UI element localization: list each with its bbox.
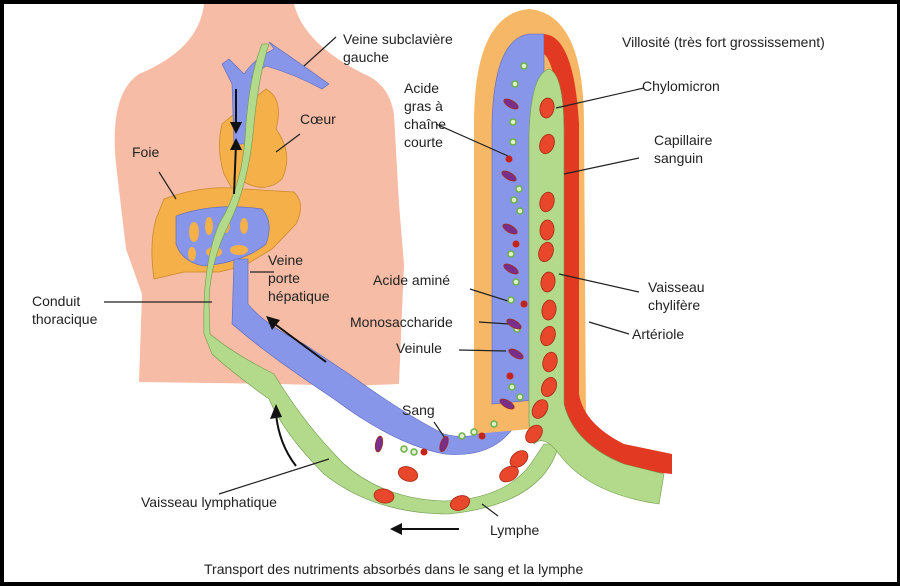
monosaccharide-particle	[499, 398, 515, 410]
chylomicron-particle	[397, 466, 419, 482]
label-veine-porte-2: porte	[268, 270, 300, 286]
label-lymphe: Lymphe	[490, 522, 540, 538]
chylomicron-particle	[540, 271, 556, 293]
chylomicron-particle	[499, 465, 519, 483]
arrowheads	[230, 122, 402, 535]
label-acide-gras-3: chaîne	[404, 116, 447, 132]
chylomicron-particle	[541, 299, 557, 321]
amino-acid-particle	[509, 138, 517, 146]
amino-acid-particle	[509, 118, 517, 126]
chylomicron-particle	[539, 133, 555, 155]
amino-acid-particle	[400, 445, 408, 453]
lacteal	[528, 68, 665, 505]
chylomicron-particle	[525, 424, 543, 444]
fatty-acid-particle	[506, 372, 514, 380]
amino-acid-particle	[490, 420, 498, 428]
chylomicron-particle	[449, 495, 471, 511]
label-acide-amine: Acide aminé	[373, 272, 451, 288]
label-vaisseau-lymphatique: Vaisseau lymphatique	[141, 494, 277, 510]
label-chylifere-1: Vaisseau	[648, 279, 705, 295]
amino-acid-particle	[458, 432, 466, 440]
leader-lines	[104, 36, 645, 517]
label-sang: Sang	[402, 402, 435, 418]
label-chylifere-2: chylifère	[648, 297, 701, 313]
amino-acid-particle	[507, 250, 515, 258]
monosaccharide-particle	[374, 435, 384, 453]
monosaccharide-particle	[503, 263, 519, 275]
monosaccharide-particle	[501, 170, 517, 182]
fatty-acid-particle	[478, 432, 486, 440]
amino-acid-particle	[516, 393, 524, 401]
label-arteriole: Artériole	[632, 326, 685, 342]
label-coeur: Cœur	[300, 111, 336, 127]
amino-acid-particle	[520, 62, 528, 70]
label-foie: Foie	[132, 144, 160, 160]
amino-acid-particle	[516, 207, 524, 215]
amino-acid-particle	[508, 383, 516, 391]
amino-acid-particle	[515, 185, 523, 193]
label-veine-porte-1: Veine	[268, 252, 304, 268]
figure-caption: Transport des nutriments absorbés dans l…	[204, 561, 584, 577]
label-conduit-1: Conduit	[32, 293, 81, 309]
monosaccharide-particle	[439, 435, 449, 453]
fatty-acid-particle	[505, 155, 513, 163]
monosaccharide-particle	[508, 348, 524, 360]
chylomicron-particle	[542, 351, 558, 373]
monosaccharide-particle	[503, 98, 519, 110]
arteriole	[544, 34, 672, 474]
chylomicron-particle	[540, 377, 558, 397]
label-monosaccharide: Monosaccharide	[350, 314, 453, 330]
amino-acid-particle	[512, 278, 520, 286]
chylomicron-particle	[539, 191, 555, 213]
amino-acid-particle	[511, 80, 519, 88]
fatty-acid-particle	[520, 300, 528, 308]
monosaccharide-particle	[502, 223, 518, 235]
amino-acid-particle	[507, 296, 515, 304]
fatty-acid-particle	[512, 240, 520, 248]
label-title: Villosité (très fort grossissement)	[622, 34, 825, 50]
chylomicron-particle	[539, 219, 555, 241]
label-chylomicron: Chylomicron	[642, 78, 720, 94]
amino-acid-particle	[510, 196, 518, 204]
amino-acid-particle	[410, 448, 418, 456]
chylomicron-particle	[373, 488, 395, 504]
monosaccharide-particle	[506, 318, 522, 330]
label-acide-gras-1: Acide	[404, 80, 440, 96]
diagram-frame: Villosité (très fort grossissement) Vein…	[4, 4, 897, 582]
label-acide-gras-2: gras à	[404, 98, 443, 114]
fatty-acid-particle	[420, 448, 428, 456]
label-veine-porte-3: hépatique	[268, 288, 330, 304]
label-subclavian-2: gauche	[343, 49, 389, 65]
label-veinule: Veinule	[396, 340, 442, 356]
chylomicron-particle	[538, 241, 554, 263]
diagram-canvas	[104, 4, 672, 535]
amino-acid-particle	[470, 428, 478, 436]
label-subclavian-1: Veine subclavière	[343, 31, 453, 47]
chylomicron-particle	[509, 450, 529, 468]
label-capillaire-2: sanguin	[654, 150, 704, 166]
label-conduit-2: thoracique	[32, 311, 98, 327]
chylomicron-particle	[540, 325, 556, 347]
label-capillaire-1: Capillaire	[654, 132, 713, 148]
chylomicron-particle	[539, 97, 555, 119]
chylomicron-particle	[531, 399, 549, 419]
label-acide-gras-4: courte	[404, 134, 443, 150]
